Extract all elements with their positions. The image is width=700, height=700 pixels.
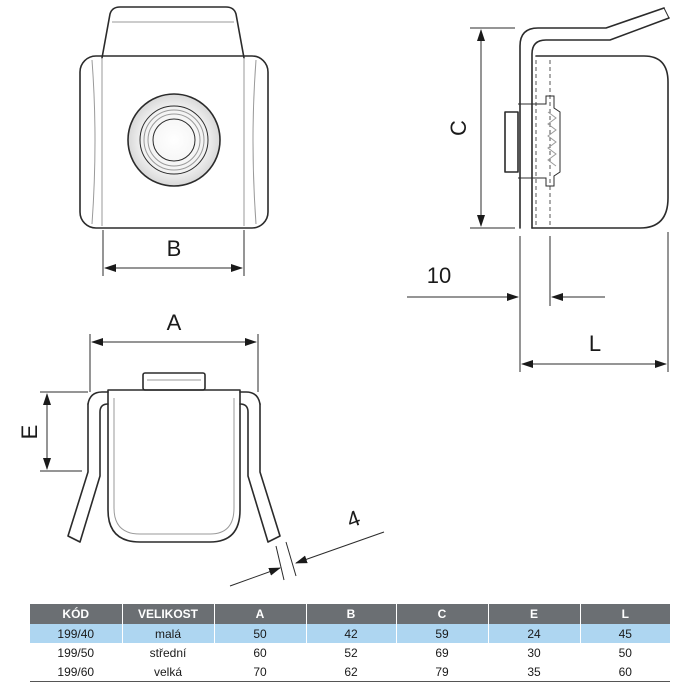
header-a: A [213, 604, 306, 624]
cell-b: 52 [305, 643, 396, 662]
header-velikost: VELIKOST [121, 604, 214, 624]
dim-l-label: L [589, 331, 601, 356]
cell-l: 45 [579, 624, 670, 643]
dim-4-label: 4 [343, 505, 363, 533]
header-kod: KÓD [30, 604, 122, 624]
cell-a: 60 [213, 643, 306, 662]
table-row: 199/60 velká 70 62 79 35 60 [30, 662, 670, 682]
side-view [470, 7, 670, 372]
cell-velikost: střední [121, 643, 214, 662]
cell-e: 35 [487, 662, 580, 682]
header-e: E [487, 604, 580, 624]
header-l: L [579, 604, 670, 624]
cell-kod: 199/50 [57, 645, 95, 660]
cell-e: 30 [487, 643, 580, 662]
cell-l: 60 [579, 662, 670, 682]
cell-c: 59 [395, 624, 488, 643]
cell-b: 42 [305, 624, 396, 643]
dim-4-right-arrow [295, 531, 385, 564]
cell-velikost: velká [121, 662, 214, 682]
dim-c-label: C [446, 120, 471, 136]
cell-l: 50 [579, 643, 670, 662]
dim-4-left-arrow [229, 567, 281, 587]
header-b: B [305, 604, 396, 624]
dimension-table: KÓD VELIKOST A B C E L 199/40 malá 50 42… [30, 604, 670, 682]
cell-e: 24 [487, 624, 580, 643]
dim-e-label: E [17, 425, 42, 440]
front-view [79, 6, 269, 276]
cell-velikost: malá [121, 624, 214, 643]
cell-c: 79 [395, 662, 488, 682]
cell-c: 69 [395, 643, 488, 662]
dim-a-label: A [167, 310, 182, 335]
cell-a: 70 [213, 662, 306, 682]
cell-a: 50 [213, 624, 306, 643]
dim-b-label: B [167, 236, 182, 261]
table-row: 199/50 střední 60 52 69 30 50 [30, 643, 670, 662]
header-c: C [395, 604, 488, 624]
dim-10-label: 10 [427, 263, 451, 288]
cell-kod: 199/60 [30, 662, 122, 682]
bottom-view [40, 334, 297, 581]
cell-b: 62 [305, 662, 396, 682]
technical-drawing: B C 10 L [17, 6, 670, 587]
cell-kod: 199/40 [30, 624, 122, 643]
table-header-row: KÓD VELIKOST A B C E L [30, 604, 670, 624]
table-row: 199/40 malá 50 42 59 24 45 [30, 624, 670, 643]
